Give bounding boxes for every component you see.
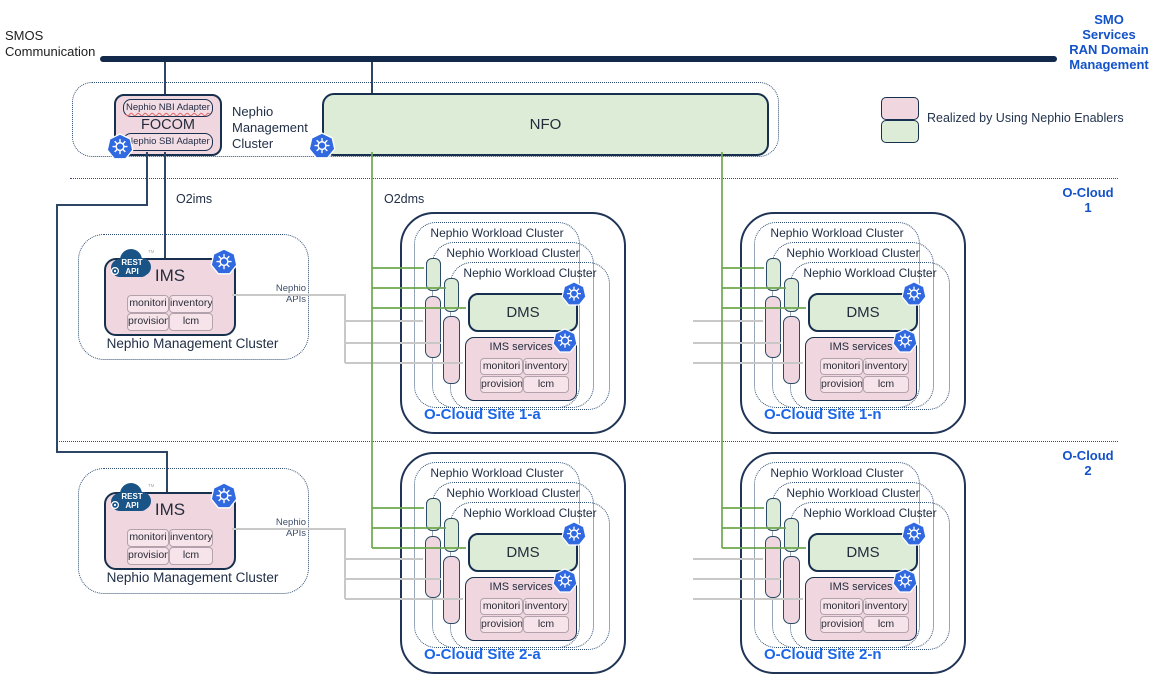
nephio-management-cluster-label: Nephio Management Cluster xyxy=(232,104,308,151)
ims-service-inventory: inventory xyxy=(863,598,909,615)
ims-service-provision: provision xyxy=(127,547,169,565)
ims-tab-back xyxy=(425,296,441,358)
o-cloud-site-2a: Nephio Workload Cluster Nephio Workload … xyxy=(400,452,626,674)
ims-service-lcm: lcm xyxy=(523,616,569,633)
smos-communication-label: SMOS Communication xyxy=(5,28,96,59)
ims-service-inventory: inventory xyxy=(169,529,213,547)
ims-services-box: IMS services monitori inventory provisio… xyxy=(465,577,577,641)
ims-service-monitoring: monitori xyxy=(127,529,169,547)
kubernetes-icon xyxy=(560,280,588,308)
o-cloud-2-label: O-Cloud 2 xyxy=(1062,448,1114,478)
o-cloud-site-1n: Nephio Workload Cluster Nephio Workload … xyxy=(740,212,966,434)
kubernetes-icon xyxy=(209,481,239,511)
svg-text:TM: TM xyxy=(148,249,154,254)
ims-service-provision: provision xyxy=(127,313,169,331)
kubernetes-icon xyxy=(900,520,928,548)
ims-service-monitoring: monitori xyxy=(820,358,863,375)
dms-tab-back xyxy=(444,278,459,312)
o-cloud-2-divider xyxy=(57,441,1118,442)
ims-tab-back xyxy=(425,536,441,598)
ims-tab-back xyxy=(765,296,781,358)
ims-tab-back xyxy=(443,556,460,624)
svg-text:API: API xyxy=(125,267,138,276)
dms-tab-back xyxy=(426,258,441,291)
legend-green-swatch xyxy=(881,120,919,143)
ims-service-monitoring: monitori xyxy=(820,598,863,615)
o2dms-label: O2dms xyxy=(384,192,425,206)
dms-tab-back xyxy=(766,258,781,291)
ims-service-lcm: lcm xyxy=(863,616,909,633)
ims-service-inventory: inventory xyxy=(863,358,909,375)
kubernetes-icon xyxy=(551,567,579,595)
kubernetes-icon xyxy=(209,247,239,277)
ims-service-lcm: lcm xyxy=(169,547,213,565)
kubernetes-icon xyxy=(891,567,919,595)
o-cloud-1-label: O-Cloud 1 xyxy=(1062,185,1114,215)
smo-services-label: SMO Services RAN Domain Management xyxy=(1069,12,1149,72)
kubernetes-icon xyxy=(900,280,928,308)
ims-service-monitoring: monitori xyxy=(127,295,169,313)
kubernetes-icon xyxy=(560,520,588,548)
ims-cluster-label-2: Nephio Management Cluster xyxy=(106,570,279,585)
o2ims-label: O2ims xyxy=(176,192,213,206)
legend-pink-swatch xyxy=(881,97,919,120)
site-label: O-Cloud Site 1-a xyxy=(424,406,541,423)
kubernetes-icon xyxy=(307,131,337,161)
nephio-apis-label-1: Nephio APIs xyxy=(275,283,306,305)
kubernetes-icon xyxy=(551,327,579,355)
ims-service-provision: provision xyxy=(480,616,523,633)
svg-text:API: API xyxy=(125,501,138,510)
nfo-box: NFO xyxy=(322,93,769,156)
legend-label: Realized by Using Nephio Enablers xyxy=(927,111,1124,125)
o-cloud-site-1a: Nephio Workload Cluster Nephio Workload … xyxy=(400,212,626,434)
kubernetes-icon xyxy=(891,327,919,355)
dms-tab-back xyxy=(426,498,441,531)
ims-title: IMS xyxy=(154,500,186,519)
ims-tab-back xyxy=(783,316,800,384)
site-label: O-Cloud Site 1-n xyxy=(764,406,882,423)
ims-service-lcm: lcm xyxy=(169,313,213,331)
ims-service-monitoring: monitori xyxy=(480,598,523,615)
svg-text:REST: REST xyxy=(121,258,142,267)
smos-communication-bus xyxy=(100,56,1057,62)
nephio-apis-label-2: Nephio APIs xyxy=(275,517,306,539)
svg-text:REST: REST xyxy=(121,492,142,501)
svg-text:TM: TM xyxy=(148,483,154,488)
dms-tab-back xyxy=(784,518,799,552)
dms-tab-back xyxy=(784,278,799,312)
ims-service-inventory: inventory xyxy=(523,598,569,615)
nephio-nbi-adapter: Nephio NBI Adapter xyxy=(123,99,213,117)
ims-service-provision: provision xyxy=(820,616,863,633)
ims-tab-back xyxy=(765,536,781,598)
ims-service-monitoring: monitori xyxy=(480,358,523,375)
dms-tab-back xyxy=(766,498,781,531)
o-cloud-site-2n: Nephio Workload Cluster Nephio Workload … xyxy=(740,452,966,674)
ims-service-lcm: lcm xyxy=(863,376,909,393)
ims-service-provision: provision xyxy=(480,376,523,393)
site-label: O-Cloud Site 2-n xyxy=(764,646,882,663)
site-label: O-Cloud Site 2-a xyxy=(424,646,541,663)
ims-service-inventory: inventory xyxy=(169,295,213,313)
ims-service-lcm: lcm xyxy=(523,376,569,393)
dms-box: DMS xyxy=(808,293,918,332)
nephio-sbi-adapter: Nephio SBI Adapter xyxy=(123,133,213,151)
ims-services-box: IMS services monitori inventory provisio… xyxy=(805,577,917,641)
ims-cluster-label-1: Nephio Management Cluster xyxy=(106,336,279,351)
ims-service-provision: provision xyxy=(820,376,863,393)
ims-services-box: IMS services monitori inventory provisio… xyxy=(805,337,917,401)
focom-title: FOCOM xyxy=(141,117,195,133)
dms-box: DMS xyxy=(808,533,918,572)
dms-tab-back xyxy=(444,518,459,552)
kubernetes-icon xyxy=(105,132,135,162)
o-cloud-1-divider xyxy=(70,178,1118,179)
ims-tab-back xyxy=(443,316,460,384)
ims-tab-back xyxy=(783,556,800,624)
ims-service-inventory: inventory xyxy=(523,358,569,375)
